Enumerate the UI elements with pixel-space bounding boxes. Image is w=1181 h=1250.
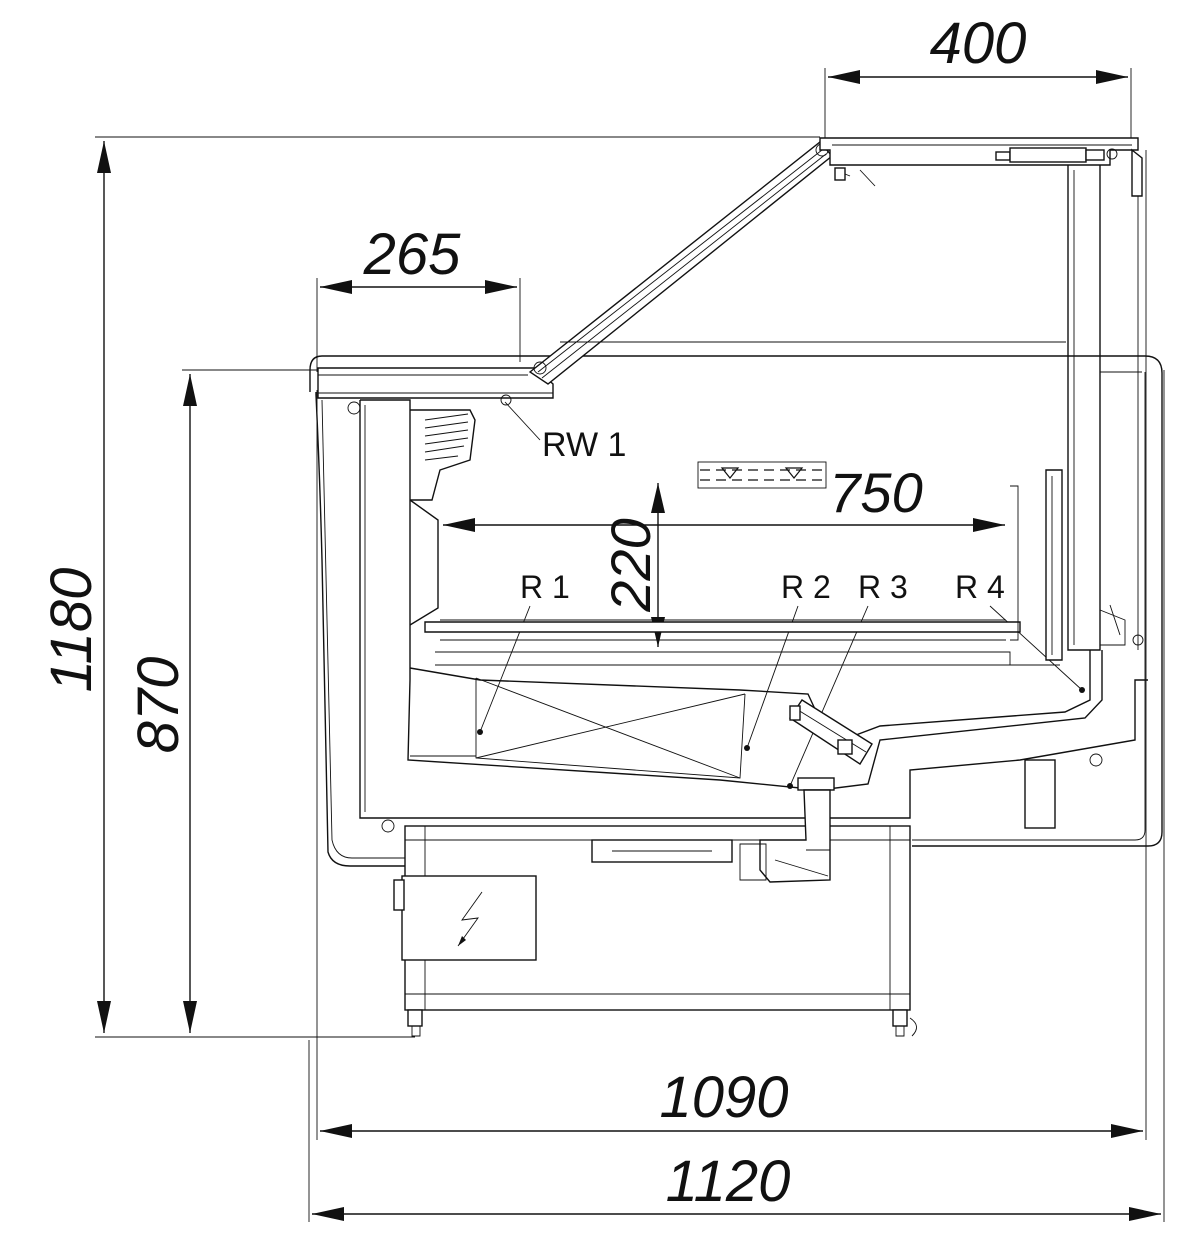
- electrical-box: [393, 875, 537, 961]
- dimension-lines: [95, 68, 1165, 1222]
- lightning-bolt-icon: [457, 891, 483, 947]
- dimension-750: 750: [829, 461, 922, 524]
- label-r4: R 4: [955, 569, 1005, 605]
- front-air-grille: [409, 409, 476, 626]
- dimension-1120: 1120: [666, 1149, 791, 1214]
- label-r1: R 1: [520, 569, 570, 605]
- load-limit-triangle-icon: [697, 461, 827, 489]
- dimension-870: 870: [126, 657, 191, 754]
- front-glass: [528, 141, 834, 385]
- dimension-1090: 1090: [659, 1065, 788, 1130]
- dimension-1180: 1180: [39, 568, 104, 693]
- leader-lines: [477, 401, 1085, 789]
- cabinet-body: [309, 137, 1163, 1037]
- label-r3: R 3: [858, 569, 908, 605]
- label-r2: R 2: [781, 569, 831, 605]
- top-canopy: [819, 137, 1143, 197]
- dimension-265: 265: [363, 222, 462, 287]
- dimension-220: 220: [599, 518, 662, 612]
- fan-unit: [789, 699, 873, 765]
- label-rw1: RW 1: [542, 426, 626, 464]
- dimension-400: 400: [930, 11, 1027, 76]
- drain-pipe: [591, 777, 835, 883]
